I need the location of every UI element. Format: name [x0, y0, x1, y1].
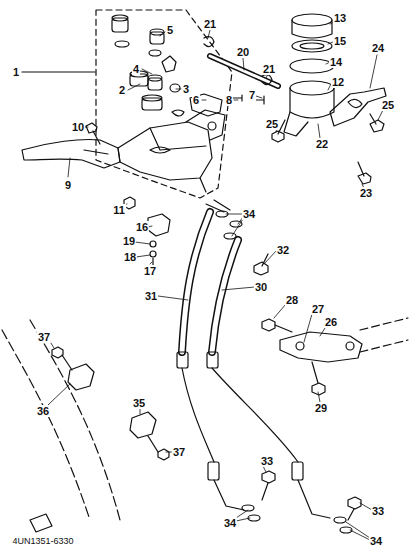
callout-number: 36	[36, 405, 50, 417]
callout-number: 24	[371, 42, 385, 54]
callout-number: 29	[314, 402, 328, 414]
callout-number: 34	[369, 535, 383, 547]
callout-number: 34	[223, 517, 237, 529]
callout-number: 19	[122, 235, 136, 247]
callout-number: 21	[203, 18, 217, 30]
callout-number: 9	[64, 179, 72, 191]
callout-number: 22	[315, 138, 329, 150]
callout-number: 11	[112, 204, 126, 216]
part-number: 4UN1351-6330	[11, 535, 74, 547]
callout-number: 1	[12, 66, 20, 78]
callout-number: 3	[182, 83, 190, 95]
callout-number: 35	[132, 397, 146, 409]
callout-number: 2	[118, 84, 126, 96]
callout-number: 5	[166, 24, 174, 36]
callout-number: 28	[285, 294, 299, 306]
callout-number: 25	[381, 99, 395, 111]
callout-number: 37	[37, 331, 51, 343]
callout-number: 18	[123, 251, 137, 263]
callout-number: 6	[192, 94, 200, 106]
callout-number: 26	[324, 316, 338, 328]
callout-number: 30	[254, 281, 268, 293]
callout-number: 21	[262, 63, 276, 75]
callout-number: 33	[260, 455, 274, 467]
callout-number: 10	[71, 121, 85, 133]
callout-number: 16	[135, 221, 149, 233]
callout-number: 8	[225, 94, 233, 106]
callout-number: 32	[276, 244, 290, 256]
callout-number: 37	[172, 446, 186, 458]
callout-number: 15	[333, 35, 347, 47]
callout-number: 12	[331, 76, 345, 88]
callout-number: 17	[143, 265, 157, 277]
callout-number: 20	[236, 46, 250, 58]
callout-number: 31	[144, 290, 158, 302]
callout-number: 33	[371, 505, 385, 517]
callout-number: 27	[311, 303, 325, 315]
callout-number: 14	[329, 56, 343, 68]
callout-number: 23	[359, 187, 373, 199]
callout-number: 25	[265, 118, 279, 130]
callout-number: 4	[132, 63, 140, 75]
callout-number: 13	[333, 12, 347, 24]
callout-number: 7	[248, 89, 256, 101]
callout-number: 34	[242, 208, 256, 220]
